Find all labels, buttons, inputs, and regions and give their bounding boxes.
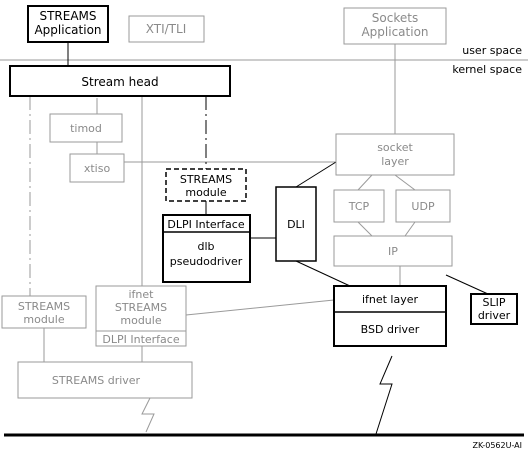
- socket-layer-to-udp-line: [394, 174, 416, 191]
- slip-driver-box: SLIP driver: [470, 293, 518, 325]
- sockets-application-label-2: Application: [361, 25, 428, 39]
- dli-label: DLI: [287, 218, 305, 231]
- tcp-to-ip-line: [357, 221, 373, 237]
- dli-box: DLI: [275, 186, 317, 262]
- streams-module-left-label-2: module: [23, 313, 64, 326]
- xti-tli-box: XTI/TLI: [128, 15, 205, 43]
- xti-tli-label: XTI/TLI: [146, 22, 186, 36]
- ifnet-module-label-3: module: [120, 314, 161, 327]
- user-space-label: user space: [462, 44, 522, 57]
- ifnet-dlpi-interface-label: DLPI Interface: [102, 333, 179, 346]
- tcp-label: TCP: [348, 200, 370, 213]
- pseudodriver-label: pseudodriver: [170, 255, 243, 268]
- bsd-driver-label: BSD driver: [361, 323, 420, 336]
- ifnet-streams-module-box: ifnet STREAMS module DLPI Interface: [95, 285, 187, 347]
- ifnet-module-label-1: ifnet: [129, 288, 155, 301]
- udp-box: UDP: [395, 189, 451, 223]
- dli-to-ifnet-layer-line: [295, 260, 351, 287]
- figure-id-label: ZK-0562U-AI: [472, 441, 522, 450]
- streams-module-center-label-2: module: [185, 186, 226, 199]
- streams-driver-bolt: [141, 397, 155, 433]
- dlb-pseudodriver-box: DLPI Interface dlb pseudodriver: [162, 214, 251, 283]
- streams-module-left-box: STREAMS module: [1, 295, 87, 329]
- udp-label: UDP: [411, 200, 435, 213]
- dlb-label: dlb: [197, 240, 214, 253]
- slip-label-1: SLIP: [483, 296, 506, 309]
- socket-layer-box: socket layer: [335, 133, 455, 176]
- dlb-dlpi-interface-label: DLPI Interface: [167, 218, 244, 231]
- streams-driver-box: STREAMS driver: [17, 361, 193, 399]
- streams-module-center-label-1: STREAMS: [180, 173, 232, 186]
- streams-module-left-label-1: STREAMS: [18, 300, 70, 313]
- ifnet-module-label-2: STREAMS: [115, 301, 167, 314]
- ip-box: IP: [333, 235, 453, 267]
- socket-layer-label-2: layer: [381, 155, 409, 168]
- socket-layer-to-tcp-line: [357, 174, 373, 191]
- xtiso-box: xtiso: [69, 153, 125, 183]
- streams-application-box: STREAMS Application: [27, 5, 109, 43]
- xtiso-label: xtiso: [84, 162, 111, 175]
- bsd-driver-bolt: [375, 355, 393, 435]
- stream-head-box: Stream head: [9, 65, 231, 97]
- ifnet-bsd-driver-box: ifnet layer BSD driver: [333, 285, 447, 347]
- stream-head-label: Stream head: [81, 75, 158, 89]
- streams-application-label-1: STREAMS: [39, 9, 96, 23]
- ifnet-layer-label: ifnet layer: [362, 293, 419, 306]
- sockets-application-label-1: Sockets: [372, 11, 418, 25]
- tcp-box: TCP: [333, 189, 385, 223]
- sockets-application-box: Sockets Application: [343, 7, 447, 45]
- socket-layer-label-1: socket: [377, 141, 413, 154]
- streams-driver-label: STREAMS driver: [52, 374, 141, 387]
- slip-label-2: driver: [478, 309, 511, 322]
- udp-to-ip-line: [404, 221, 416, 237]
- timod-box: timod: [49, 113, 123, 143]
- ifnet-layer-to-slip-line: [445, 274, 489, 295]
- kernel-space-label: kernel space: [452, 63, 522, 76]
- ifnet-module-to-ifnet-layer-line: [185, 299, 335, 316]
- gray-connectors: [0, 44, 528, 433]
- dli-to-socket-layer-line: [295, 161, 337, 188]
- ip-label: IP: [388, 245, 398, 258]
- timod-label: timod: [70, 122, 102, 135]
- black-connectors: [4, 42, 524, 437]
- streams-application-label-2: Application: [34, 23, 101, 37]
- streams-module-center-box: STREAMS module: [165, 168, 247, 202]
